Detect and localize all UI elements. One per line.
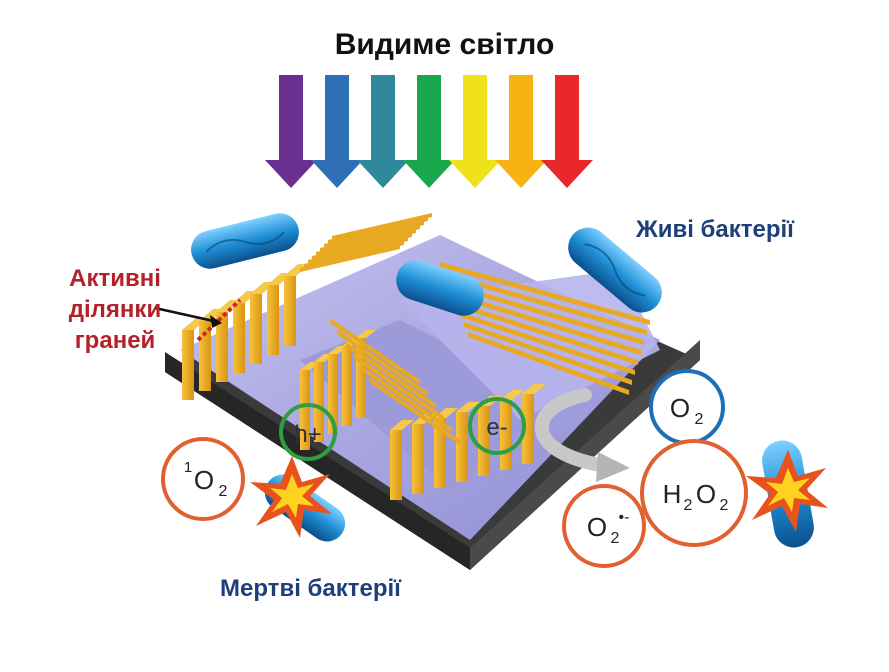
- singlet-symbol: O: [194, 465, 214, 495]
- facet-rod: [522, 384, 546, 464]
- superoxide-superscript: •-: [619, 509, 630, 526]
- peroxide-ring: H 2 O 2: [640, 439, 748, 547]
- facet-bar: [468, 332, 629, 395]
- active-sites-line: Активні: [69, 265, 161, 292]
- oxygen-ring: O 2: [649, 369, 725, 445]
- active-sites-line: ділянки: [68, 296, 162, 323]
- facet-bar: [324, 221, 424, 248]
- visible-light-arrows: [265, 75, 593, 188]
- facet-bar: [316, 229, 416, 256]
- peroxide-o-subscript: 2: [720, 497, 729, 514]
- arrow-down-icon: [357, 75, 409, 188]
- bacterium-icon: [568, 227, 662, 313]
- facet-bar: [354, 354, 444, 421]
- hole-ring: h+: [279, 403, 337, 461]
- facet-bar: [346, 342, 436, 409]
- arrow-down-icon: [541, 75, 593, 188]
- bacterium-icon: [396, 260, 484, 316]
- live-bacteria-label: Живі бактерії: [636, 216, 794, 243]
- electron-ring: e-: [468, 397, 526, 455]
- facet-bar: [330, 318, 420, 385]
- facet-bar: [452, 292, 641, 355]
- arrow-down-icon: [403, 75, 455, 188]
- facet-bar: [328, 217, 428, 244]
- dead-bacteria-label: Мертві бактерії: [220, 575, 401, 602]
- explosion-icon: [746, 450, 828, 532]
- curved-arrow-icon: [534, 388, 630, 482]
- singlet-oxygen-ring: 1 O 2: [161, 437, 245, 521]
- facet-bar: [312, 233, 412, 260]
- superoxide-ring: O 2 •-: [562, 484, 646, 568]
- facet-bar: [464, 322, 632, 385]
- facet-bar: [332, 213, 432, 240]
- facet-bar: [320, 225, 420, 252]
- active-sites-marker: [154, 298, 242, 342]
- arrow-down-icon: [449, 75, 501, 188]
- arrow-down-icon: [495, 75, 547, 188]
- facet-bar: [300, 245, 400, 272]
- electron-label: e-: [486, 414, 507, 441]
- peroxide-o-symbol: O: [696, 479, 716, 509]
- facet-rod: [284, 264, 310, 346]
- bacterium-icon: [191, 213, 299, 269]
- facet-bar: [362, 366, 452, 433]
- explosion-icon: [250, 456, 332, 538]
- facet-bar: [456, 302, 638, 365]
- arrow-down-icon: [265, 75, 317, 188]
- peroxide-h-subscript: 2: [684, 497, 693, 514]
- singlet-superscript: 1: [184, 459, 192, 476]
- superoxide-subscript: 2: [611, 530, 620, 547]
- page-title: Видиме світло: [334, 28, 555, 61]
- facet-rod: [456, 402, 480, 482]
- oxygen-symbol: O: [670, 393, 690, 423]
- peroxide-h-symbol: H: [663, 479, 682, 509]
- active-sites-line: граней: [74, 327, 156, 354]
- facet-rod: [390, 420, 414, 500]
- arrow-down-icon: [311, 75, 363, 188]
- facet-bar: [304, 241, 404, 268]
- facet-bar: [308, 237, 408, 264]
- hole-label: h+: [294, 421, 321, 448]
- active-sites-label: Активні ділянки граней: [40, 263, 190, 356]
- facet-bar: [460, 312, 635, 375]
- facet-bar: [370, 378, 460, 445]
- crystal-facet-rods: [182, 213, 650, 500]
- superoxide-symbol: O: [587, 512, 607, 542]
- facet-bar: [338, 330, 428, 397]
- oxygen-subscript: 2: [695, 411, 704, 428]
- facet-bar: [444, 272, 647, 335]
- facet-bar: [440, 262, 650, 325]
- facet-bar: [448, 282, 644, 345]
- singlet-subscript: 2: [219, 483, 228, 500]
